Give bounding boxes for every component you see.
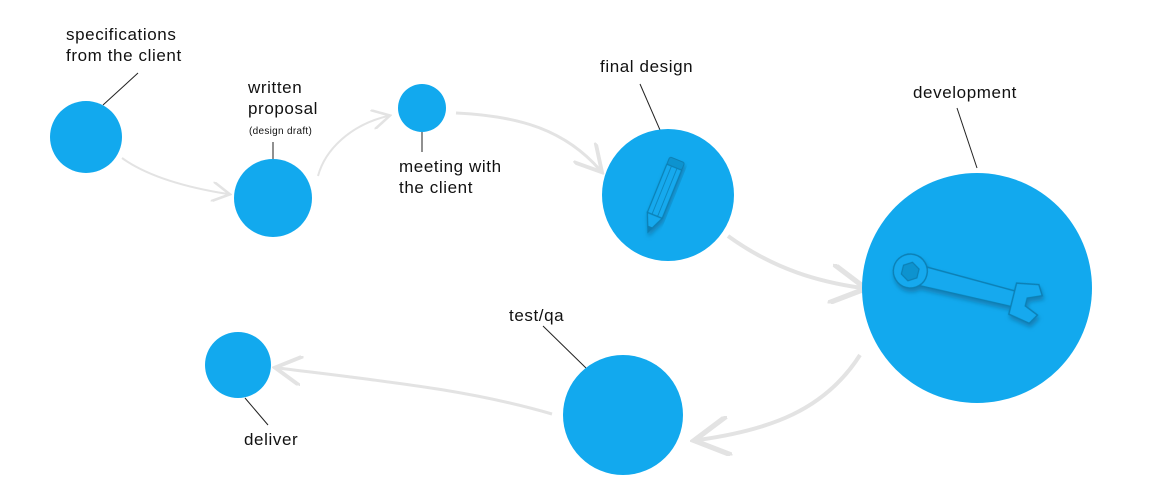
leader-final-design — [639, 83, 661, 131]
node-test — [563, 355, 683, 475]
arrow-proposal-to-meeting — [317, 116, 388, 177]
arrow-spec-to-proposal — [121, 157, 228, 194]
wrench-icon — [892, 253, 1044, 325]
arrow-final-to-development — [726, 234, 862, 288]
label-line: written — [248, 78, 303, 97]
label-line: specifications — [66, 25, 177, 44]
label-deliver: deliver — [244, 429, 298, 450]
label-test: test/qa — [509, 305, 564, 326]
label-line: proposal — [248, 99, 319, 118]
label-meeting: meeting with the client — [399, 156, 502, 198]
label-development: development — [913, 82, 1017, 103]
arrow-meeting-to-final — [455, 111, 600, 170]
label-proposal-note: (design draft) — [249, 126, 313, 137]
label-proposal: written proposal — [248, 77, 318, 119]
label-line: from the client — [66, 46, 182, 65]
leader-specifications — [102, 72, 139, 106]
leader-deliver — [244, 397, 269, 426]
label-final-design: final design — [600, 56, 693, 77]
node-proposal — [234, 159, 312, 237]
label-line: test/qa — [509, 306, 565, 325]
pencil-icon — [646, 156, 685, 234]
flow-arrows — [121, 111, 862, 440]
node-deliver — [205, 332, 271, 398]
leader-lines — [102, 72, 978, 426]
leader-development — [956, 107, 978, 169]
label-specifications: specifications from the client — [66, 24, 182, 66]
label-line: meeting with — [399, 157, 502, 176]
node-specifications — [50, 101, 122, 173]
arrow-test-to-deliver — [278, 368, 553, 416]
label-line: the client — [399, 178, 474, 197]
label-line: deliver — [244, 430, 299, 449]
leader-test — [542, 325, 587, 369]
label-line: development — [913, 83, 1017, 102]
label-line: final design — [600, 57, 694, 76]
arrow-development-to-test — [698, 353, 862, 440]
node-meeting — [398, 84, 446, 132]
